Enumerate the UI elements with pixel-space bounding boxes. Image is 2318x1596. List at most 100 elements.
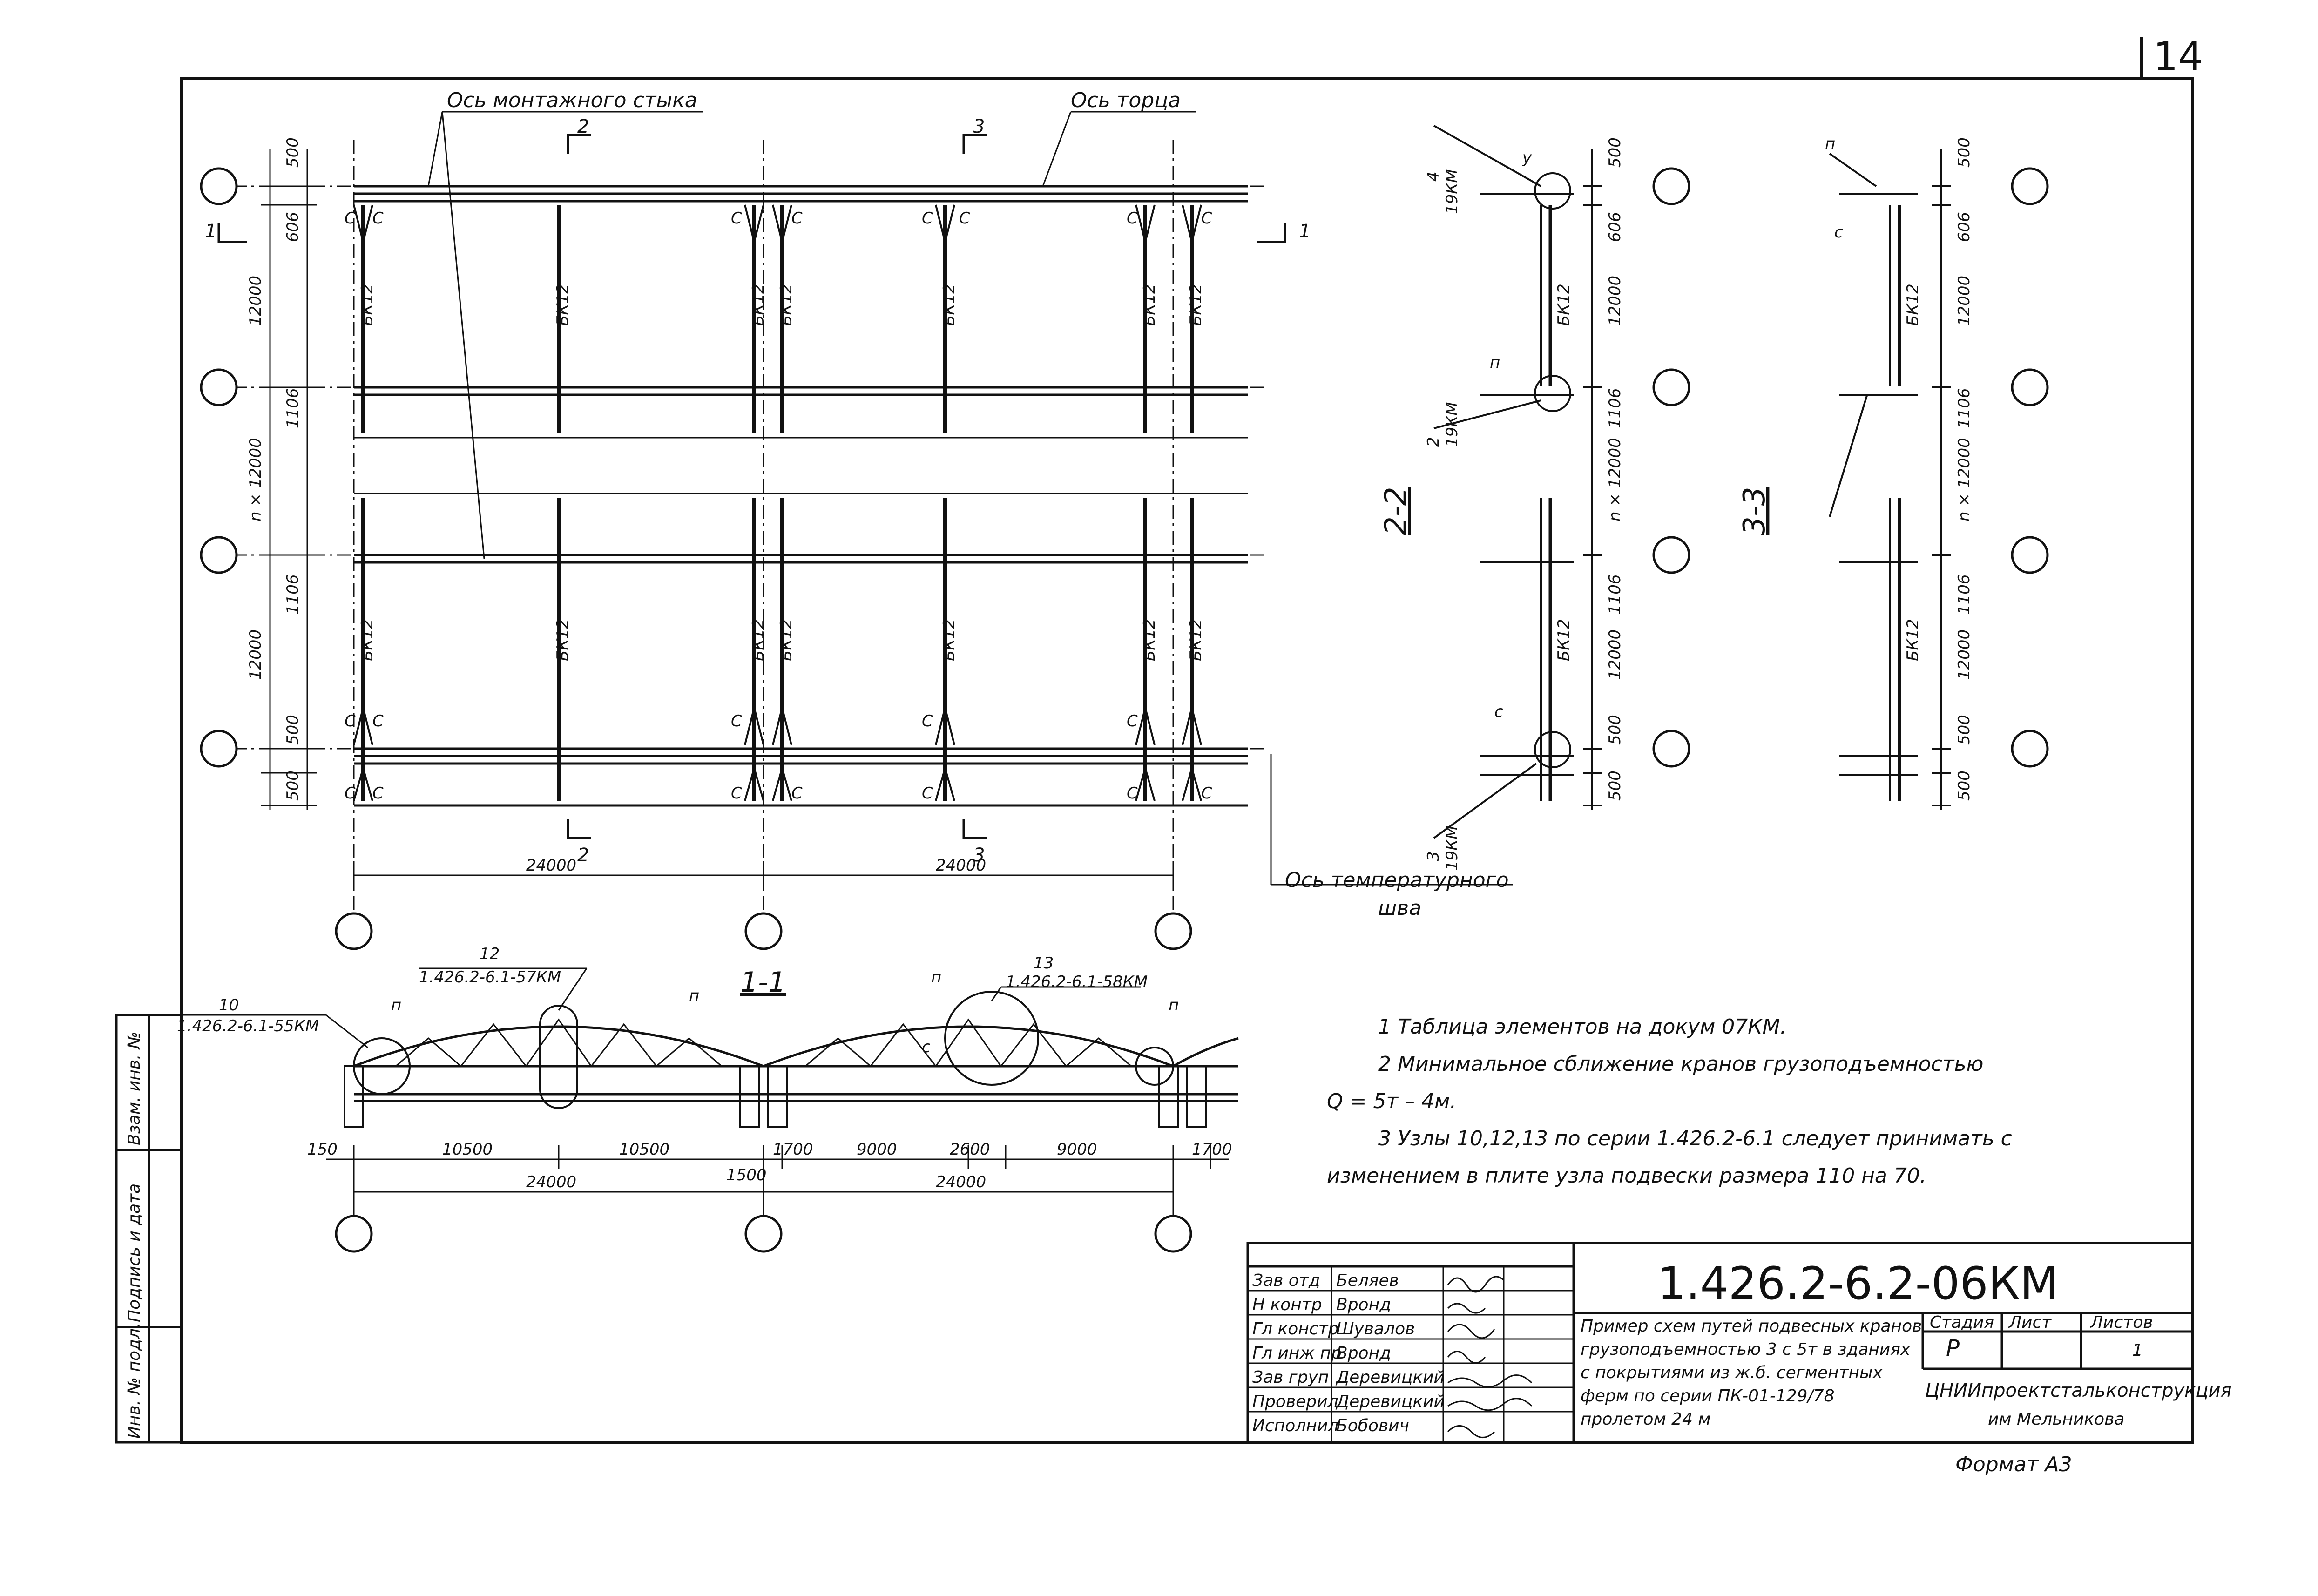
staff-name: Вронд	[1336, 1295, 1391, 1314]
dim-text: 606	[1955, 212, 1973, 242]
callout-10-ref: 1.426.2-6.1-55КМ	[177, 1017, 319, 1035]
stage-header: Стадия	[1930, 1313, 1994, 1332]
node-y: у	[1522, 149, 1532, 167]
callout-13: 13	[1034, 954, 1054, 973]
temp-joint-axis-label-2: шва	[1378, 896, 1421, 920]
beam-label: БК12	[777, 619, 796, 661]
sheets-value: 1	[2132, 1341, 2143, 1360]
end-axis-label: Ось торца	[1071, 88, 1181, 112]
beam-label: БК12	[554, 284, 572, 326]
dim-text: 500	[1955, 715, 1973, 745]
note-2-cont: Q = 5т – 4м.	[1327, 1089, 1456, 1113]
dim-text: 1106	[1955, 574, 1973, 615]
dim-text: 150	[307, 1140, 338, 1159]
plan-col-dim-2: 24000	[936, 856, 986, 875]
dim-text: 9000	[857, 1140, 897, 1159]
dim-text: n × 12000	[1606, 438, 1624, 521]
node-c: С	[731, 712, 742, 730]
node-c: С	[372, 209, 384, 228]
node-p: п	[931, 968, 941, 987]
staff-name: Шувалов	[1336, 1319, 1415, 1339]
node-c: С	[1201, 784, 1212, 803]
beam-label: БК12	[1187, 284, 1205, 326]
callout-3: 3	[1424, 851, 1443, 861]
node-c: С	[731, 784, 742, 803]
node-c: С	[372, 784, 384, 803]
section-3-3: 3-3 п с БК12 БК12 500 606 12000 1106 n ×…	[1737, 135, 2049, 810]
beam-labels: БК12 БК12 БК12 БК12 БК12 БК12 БК12 БК12 …	[358, 284, 1205, 661]
callout-4: 4	[1424, 171, 1443, 182]
node-c: С	[1127, 712, 1138, 730]
beam-label: БК12	[749, 284, 768, 326]
section-3-mark-bottom: 3	[973, 845, 985, 866]
node-c: с	[1834, 223, 1843, 242]
dim-text: 500	[1955, 771, 1973, 801]
section-1-1-dims: 150 10500 10500 1700 1500 9000 2600 9000…	[307, 1140, 1232, 1191]
doc-code: 1.426.2-6.2-06КМ	[1657, 1258, 2059, 1310]
org-name-2: им Мельникова	[1988, 1410, 2124, 1429]
side-label-inv: Инв. № подл.	[125, 1323, 144, 1439]
dim-text: 1106	[1955, 388, 1973, 428]
description-line: с покрытиями из ж.б. сегментных	[1581, 1363, 1883, 1382]
callout-12: 12	[480, 945, 500, 963]
node-c: С	[345, 712, 356, 730]
page-number: 14	[2153, 34, 2203, 79]
dim-text: 1106	[284, 574, 302, 615]
dim-text: 24000	[936, 1173, 986, 1191]
section-3-3-dims: 500 606 12000 1106 n × 12000 1106 12000 …	[1955, 137, 1973, 801]
dim-text: 500	[284, 771, 302, 801]
staff-name: Деревицкий	[1335, 1368, 1445, 1387]
org-name: ЦНИИпроектстальконструкция	[1925, 1380, 2232, 1401]
dim-text: 1700	[773, 1140, 813, 1159]
callout-2-ref: 19КМ	[1443, 402, 1461, 447]
dim-text: n × 12000	[1955, 438, 1973, 521]
description-line: ферм по серии ПК-01-129/78	[1581, 1386, 1834, 1406]
section-1-1-title: 1-1	[740, 966, 786, 999]
staff-name: Беляев	[1336, 1271, 1399, 1290]
staff-role: Проверил	[1252, 1392, 1338, 1411]
dim-text: 12000	[1606, 276, 1624, 326]
dim-text: 2600	[950, 1140, 990, 1159]
dim-text: n × 12000	[246, 438, 265, 521]
callout-13-ref: 1.426.2-6.1-58КМ	[1006, 973, 1148, 991]
dim-text: 500	[1606, 137, 1624, 168]
node-p: п	[1490, 353, 1500, 372]
dim-text: 12000	[1955, 276, 1973, 326]
beam-label: БК12	[1187, 619, 1205, 661]
node-c: С	[731, 209, 742, 228]
node-c: С	[922, 784, 933, 803]
section-1-mark-right: 1	[1299, 221, 1311, 242]
description-line: грузоподъемностью 3 с 5т в зданиях	[1581, 1340, 1911, 1359]
dim-text: 9000	[1057, 1140, 1097, 1159]
staff-role: Исполнил	[1252, 1416, 1338, 1435]
dim-text: 500	[284, 715, 302, 745]
beam-label: БК12	[749, 619, 768, 661]
node-c: С	[1127, 209, 1138, 228]
beam-label: БК12	[1554, 619, 1573, 661]
sheet-header: Лист	[2008, 1313, 2052, 1332]
callout-2: 2	[1424, 437, 1443, 447]
dim-text: 1700	[1192, 1140, 1232, 1159]
side-label-sign: Подпись и дата	[125, 1183, 144, 1322]
dim-text: 12000	[1606, 629, 1624, 680]
callout-12-ref: 1.426.2-6.1-57КМ	[419, 968, 561, 987]
dim-text: 12000	[1955, 629, 1973, 680]
beam-label: БК12	[1140, 619, 1159, 661]
title-description: Пример схем путей подвесных кранов грузо…	[1581, 1317, 1922, 1429]
beam-label: БК12	[554, 619, 572, 661]
node-c-labels: С С С С С С С С С С С С С С С С С С С С	[345, 209, 1212, 803]
node-p: п	[689, 987, 699, 1005]
dim-text: 12000	[246, 276, 265, 326]
dim-text: 500	[1606, 715, 1624, 745]
beam-label: БК12	[1904, 284, 1922, 326]
section-2-2: 2-2 4 19КМ 2 19КМ 3 19КМ у п с БК12 БК12…	[1379, 125, 1690, 871]
beam-label: БК12	[1904, 619, 1922, 661]
section-3-mark-top: 3	[973, 116, 985, 137]
dim-text: 606	[1606, 212, 1624, 242]
dim-text: 12000	[246, 629, 265, 680]
callout-3-ref: 19КМ	[1443, 825, 1461, 871]
beam-label: БК12	[940, 284, 959, 326]
node-c: С	[1201, 209, 1212, 228]
section-2-2-title: 2-2	[1379, 487, 1413, 535]
